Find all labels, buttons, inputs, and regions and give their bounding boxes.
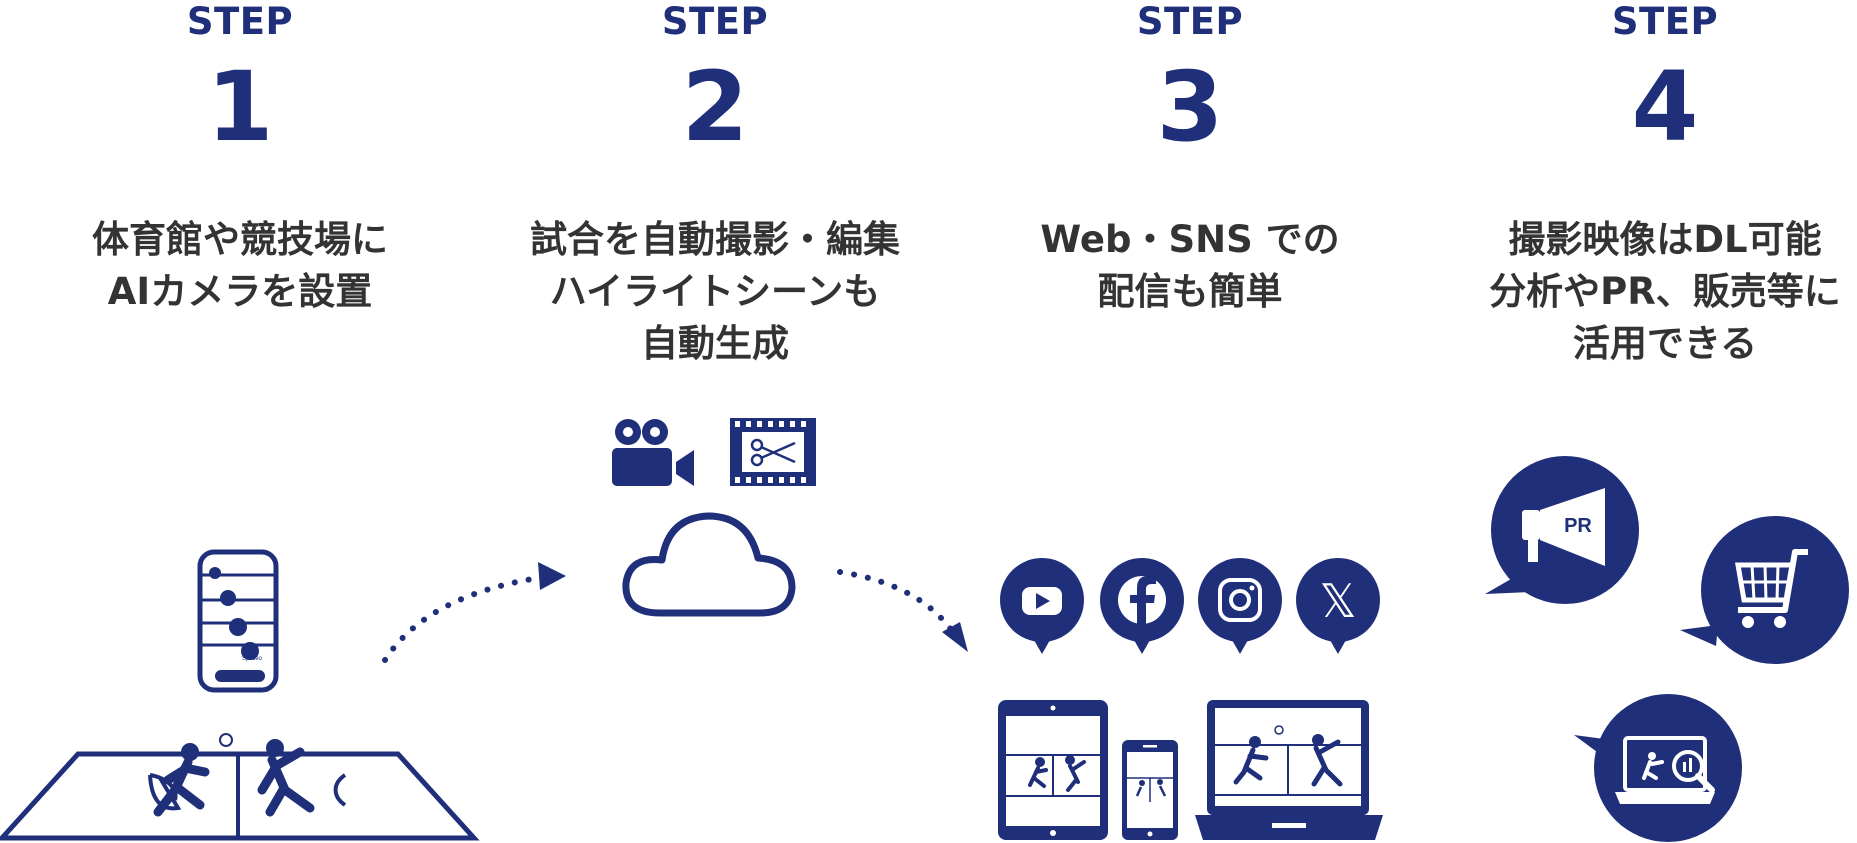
step-description-line: Web・SNS での (1040, 218, 1340, 261)
step-label: STEP (1611, 0, 1719, 43)
smartphone-icon (1122, 740, 1178, 840)
facebook-icon (1100, 558, 1184, 654)
step-description-line: 撮影映像はDL可能 (1508, 218, 1822, 261)
step-number: 4 (1631, 51, 1699, 163)
step-description-line: 分析やPR、販売等に (1489, 270, 1841, 313)
instagram-icon (1198, 558, 1282, 654)
laptop-icon (1195, 700, 1383, 840)
analysis-laptop-icon (1574, 694, 1742, 842)
step-label: STEP (661, 0, 769, 43)
x-icon: 𝕏 (1296, 558, 1380, 654)
step-number: 2 (681, 51, 749, 163)
step-description-line: AIカメラを設置 (107, 270, 373, 313)
cloud-icon (622, 512, 796, 617)
pr-badge-text: PR (1564, 515, 1592, 537)
step-description-line: 自動生成 (641, 322, 789, 365)
step-description-line: 体育館や競技場に (92, 218, 388, 261)
tablet-icon (998, 700, 1108, 840)
step-description-line: ハイライトシーンも (549, 270, 881, 313)
megaphone-pr-icon: PR (1485, 456, 1639, 604)
movie-camera-icon (612, 419, 694, 486)
film-scissors-icon (730, 418, 816, 486)
flow-arrow-1 (382, 572, 563, 663)
step-description-line: 配信も簡単 (1097, 270, 1283, 313)
step-description: Web・SNS での 配信も簡単 (980, 214, 1400, 318)
camera-brand-label: Spiideo (242, 656, 263, 662)
arrow-head (538, 562, 566, 590)
step-4: STEP 4 撮影映像はDL可能 分析やPR、販売等に 活用できる (1455, 0, 1857, 370)
shopping-cart-icon (1680, 516, 1849, 664)
step-description: 試合を自動撮影・編集 ハイライトシーンも 自動生成 (505, 214, 925, 370)
ai-camera-icon: Spiideo (197, 549, 279, 693)
step-number: 3 (1156, 51, 1224, 163)
flow-arrow-2 (837, 569, 961, 643)
step-2: STEP 2 試合を自動撮影・編集 ハイライトシーンも 自動生成 (505, 0, 925, 370)
arrow-head (942, 622, 968, 652)
step-description-line: 活用できる (1572, 322, 1758, 365)
step-label: STEP (186, 0, 294, 43)
sports-court-icon (0, 733, 480, 841)
x-logo-text: 𝕏 (1319, 574, 1356, 628)
step-description-line: 試合を自動撮影・編集 (530, 218, 900, 261)
step-number: 1 (206, 51, 274, 163)
youtube-icon (1000, 558, 1084, 654)
step-description: 撮影映像はDL可能 分析やPR、販売等に 活用できる (1455, 214, 1857, 370)
step-description: 体育館や競技場に AIカメラを設置 (30, 214, 450, 318)
step-label: STEP (1136, 0, 1244, 43)
step-3: STEP 3 Web・SNS での 配信も簡単 (980, 0, 1400, 318)
step-1: STEP 1 体育館や競技場に AIカメラを設置 (30, 0, 450, 318)
